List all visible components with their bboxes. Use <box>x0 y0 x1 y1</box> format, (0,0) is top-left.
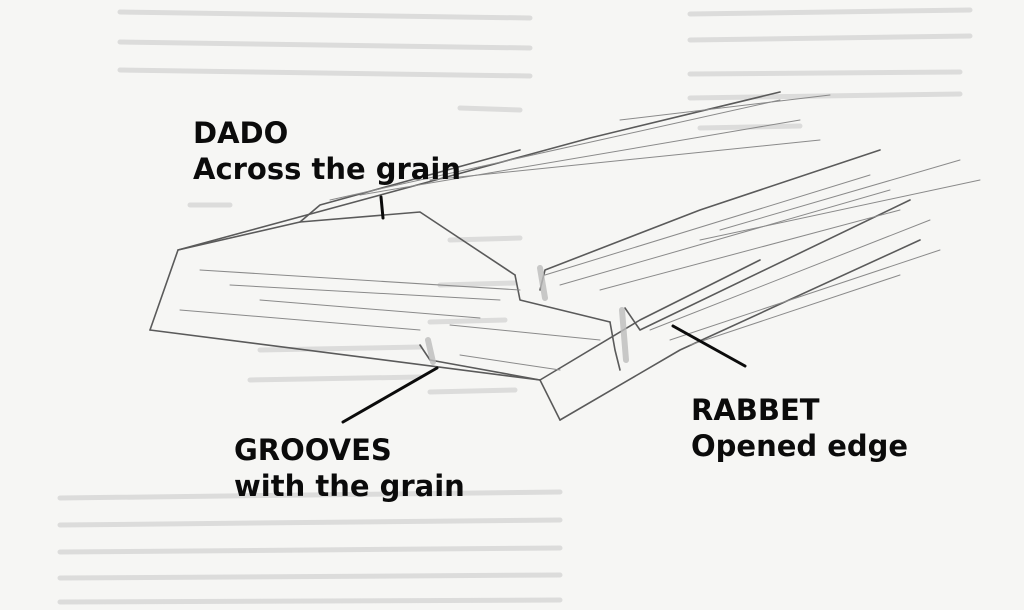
rabbet-label: RABBET Opened edge <box>691 392 908 464</box>
paper-bleed-through <box>57 7 973 605</box>
dado-label: DADO Across the grain <box>193 115 461 187</box>
rabbet-title: RABBET <box>691 393 820 427</box>
dado-title: DADO <box>193 116 289 150</box>
grooves-title: GROOVES <box>234 433 392 467</box>
grooves-pointer <box>341 366 439 424</box>
pointer-lines <box>341 195 747 424</box>
grooves-label: GROOVES with the grain <box>234 432 465 504</box>
rabbet-subtitle: Opened edge <box>691 429 909 463</box>
wood-grain <box>179 94 981 371</box>
cut-shading <box>425 265 629 365</box>
dado-pointer <box>379 195 385 220</box>
rabbet-pointer <box>671 324 747 368</box>
dado-subtitle: Across the grain <box>193 152 461 186</box>
grooves-subtitle: with the grain <box>234 469 465 503</box>
